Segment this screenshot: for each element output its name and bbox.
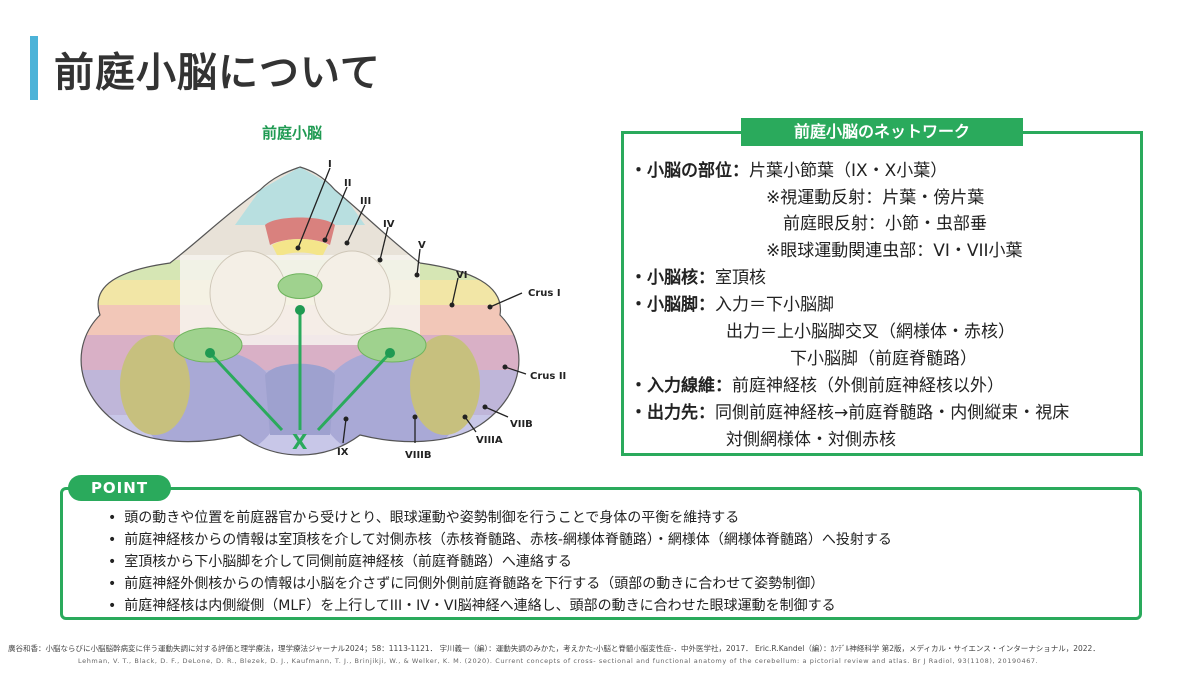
label-lobule-III: III [360, 196, 371, 207]
point-item: 前庭神経外側核からの情報は小脳を介さずに同側外側前庭脊髄路を下行する（頭部の動き… [108, 573, 892, 595]
network-line: 対側網様体・対側赤核 [726, 430, 896, 450]
point-item: 前庭神経核は内側縦側（MLF）を上行してIII・IV・VI脳神経へ連絡し、頭部の… [108, 595, 892, 617]
label-crus-II: Crus II [530, 371, 566, 382]
network-line: 出力＝上小脳脚交叉（網様体・赤核） [726, 322, 1015, 342]
network-line: ・入力線維：前庭神経核（外側前庭神経核以外） [630, 376, 1004, 396]
network-line: ・小脳の部位：片葉小節葉（IX・Ⅹ小葉） [630, 161, 948, 181]
point-item: 前庭神経核からの情報は室頂核を介して対側赤核（赤核脊髄路、赤核-網様体脊髄路）・… [108, 529, 892, 551]
reference-line-2: Lehman, V. T., Black, D. F., DeLone, D. … [78, 657, 1039, 665]
label-VIIIB: VIIIB [405, 450, 432, 461]
title-accent-bar [30, 36, 38, 100]
reference-line-1: 廣谷和香：小脳ならびに小脳脳幹病変に伴う運動失調に対する評価と理学療法，理学療法… [8, 644, 1100, 653]
network-line: 前庭眼反射：小節・虫部垂 [783, 214, 987, 234]
label-crus-I: Crus I [528, 288, 561, 299]
point-tab: POINT [68, 475, 171, 501]
network-line: ※視運動反射：片葉・傍片葉 [766, 188, 985, 208]
network-line: ・小脳脚：入力＝下小脳脚 [630, 295, 834, 315]
flocculus-right-marker [385, 348, 395, 358]
label-lobule-IV: IV [383, 219, 395, 230]
label-lobule-I: I [328, 159, 332, 170]
flocculus-left-marker [205, 348, 215, 358]
point-item: 室頂核から下小脳脚を介して同側前庭神経核（前庭脊髄路）へ連絡する [108, 551, 892, 573]
label-VIIIA: VIIIA [476, 435, 503, 446]
figure-caption: 前庭小脳 [262, 124, 323, 142]
label-VIIB: VIIB [510, 419, 533, 430]
label-lobule-VI: VI [456, 270, 467, 281]
pointer-lines [208, 310, 392, 432]
label-IX: IX [337, 447, 349, 458]
network-line: 下小脳脚（前庭脊髄路） [790, 349, 977, 369]
cerebellum-outline [80, 166, 520, 456]
label-lobule-II: II [344, 178, 351, 189]
network-line: ※眼球運動関連虫部：VI・VII小葉 [766, 241, 1023, 261]
nodulus-marker [295, 305, 305, 315]
cerebellum-diagram: I II III IV V VI Crus I Crus II VIIB VII… [80, 159, 566, 461]
label-X: X [292, 430, 308, 454]
network-line: ・小脳核：室頂核 [630, 268, 766, 288]
network-line: ・出力先：同側前庭神経核→前庭脊髄路・内側縦束・視床 [630, 403, 1070, 423]
point-item: 頭の動きや位置を前庭器官から受けとり、眼球運動や姿勢制御を行うことで身体の平衡を… [108, 507, 892, 529]
point-box [60, 487, 1142, 620]
label-lobule-V: V [418, 240, 426, 251]
leader-dots [295, 237, 508, 422]
page-title: 前庭小脳について [54, 50, 381, 96]
leader-lines [297, 167, 527, 444]
network-heading: 前庭小脳のネットワーク [741, 118, 1023, 146]
point-list: 頭の動きや位置を前庭器官から受けとり、眼球運動や姿勢制御を行うことで身体の平衡を… [108, 507, 892, 617]
